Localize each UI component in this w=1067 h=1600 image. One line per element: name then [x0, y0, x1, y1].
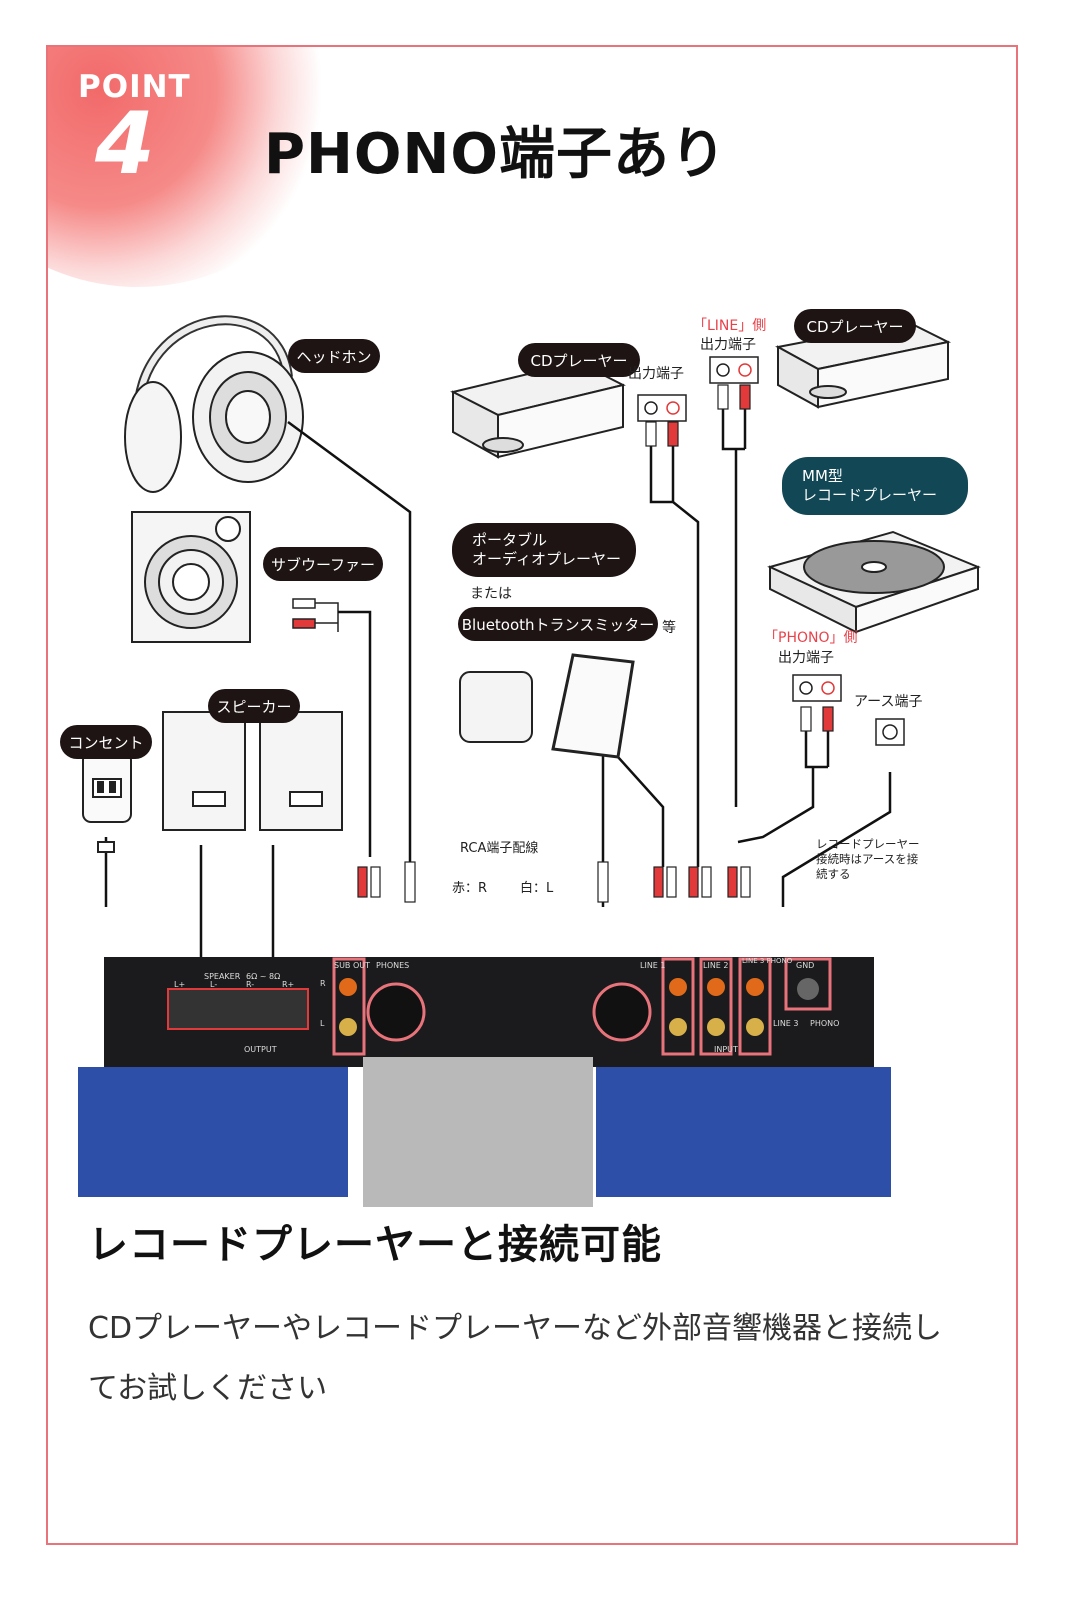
- subwoofer-illustration: [131, 511, 251, 643]
- label-portable-line2: オーディオプレーヤー: [472, 550, 621, 568]
- panel-speaker: SPEAKER: [204, 972, 241, 981]
- panel-r-minus: R-: [246, 980, 255, 989]
- label-etc: 等: [662, 620, 676, 636]
- label-phono-side: 「PHONO」側: [764, 630, 858, 646]
- label-or: または: [470, 586, 512, 602]
- turntable-illustration: [767, 530, 981, 634]
- label-line-side: 「LINE」側: [693, 318, 767, 334]
- feature-heading: レコードプレーヤーと接続可能: [88, 1222, 662, 1268]
- label-portable-player: ポータブル オーディオプレーヤー: [452, 523, 636, 577]
- panel-output: OUTPUT: [244, 1045, 277, 1054]
- label-rca-title: RCA端子配線: [460, 841, 539, 856]
- rca-plug-tips: [357, 384, 834, 903]
- label-mm-line1: MM型: [802, 467, 843, 486]
- point-card: POINT 4 PHONO端子あり: [46, 45, 1018, 1545]
- panel-l-minus: L-: [210, 980, 218, 989]
- feature-description: CDプレーヤーやレコードプレーヤーなど外部音響機器と接続してお試しください: [88, 1311, 943, 1406]
- point-number: 4: [95, 94, 155, 194]
- panel-line3: LINE 3: [773, 1019, 799, 1028]
- panel-phono: PHONO: [810, 1019, 840, 1028]
- label-rca-white: 白：L: [520, 881, 554, 896]
- panel-line2: LINE 2: [703, 961, 729, 970]
- point-label: POINT: [78, 69, 191, 105]
- sub-rca-plugs: [292, 598, 372, 857]
- label-speaker: スピーカー: [208, 689, 300, 723]
- label-output-left: 出力端子: [628, 366, 684, 382]
- outlet-illustration: [82, 751, 132, 907]
- label-portable-line1: ポータブル: [472, 531, 548, 550]
- label-outlet: コンセント: [60, 725, 152, 759]
- label-mm-record-player: MM型 レコードプレーヤー: [782, 457, 968, 515]
- diagram-art: [78, 315, 981, 1207]
- label-bluetooth: Bluetoothトランスミッター: [458, 607, 658, 641]
- label-mm-line2: レコードプレーヤー: [802, 486, 938, 504]
- panel-r-plus: R+: [282, 980, 295, 989]
- headphone-cable: [287, 420, 412, 867]
- panel-ohm: 6Ω ~ 8Ω: [246, 972, 281, 981]
- page-title: PHONO端子あり: [264, 122, 727, 187]
- panel-input: INPUT: [714, 1045, 738, 1054]
- label-cd-player-left: CDプレーヤー: [518, 343, 640, 377]
- label-headphones: ヘッドホン: [288, 339, 380, 373]
- portable-devices-illustration: [459, 653, 635, 759]
- connection-diagram: ヘッドホン サブウーファー スピーカー コンセント CDプレーヤー 出力端子 「…: [48, 267, 1016, 1227]
- panel-r: R: [320, 979, 326, 988]
- headphones-illustration: [124, 315, 304, 493]
- output-jack-boxes: [637, 356, 905, 746]
- label-output-line: 出力端子: [700, 337, 756, 353]
- panel-phones: PHONES: [376, 961, 410, 970]
- panel-sub-out: SUB OUT: [334, 961, 371, 970]
- panel-gnd: GND: [796, 961, 815, 970]
- label-rca-red: 赤：R: [452, 881, 488, 896]
- label-ground: アース端子: [854, 694, 923, 710]
- label-cd-player-right: CDプレーヤー: [794, 309, 916, 343]
- panel-line1: LINE 1: [640, 961, 666, 970]
- panel-l-plus: L+: [174, 980, 186, 989]
- label-ground-note: レコードプレーヤー接続時はアースを接続する: [816, 837, 920, 881]
- label-output-phono: 出力端子: [778, 650, 834, 666]
- amplifier-rear-panel: [78, 957, 891, 1207]
- panel-l: L: [320, 1019, 325, 1028]
- label-subwoofer: サブウーファー: [263, 547, 383, 581]
- panel-line3-phono: LINE 3 PHONO: [742, 957, 793, 965]
- speakers-illustration: [162, 711, 343, 957]
